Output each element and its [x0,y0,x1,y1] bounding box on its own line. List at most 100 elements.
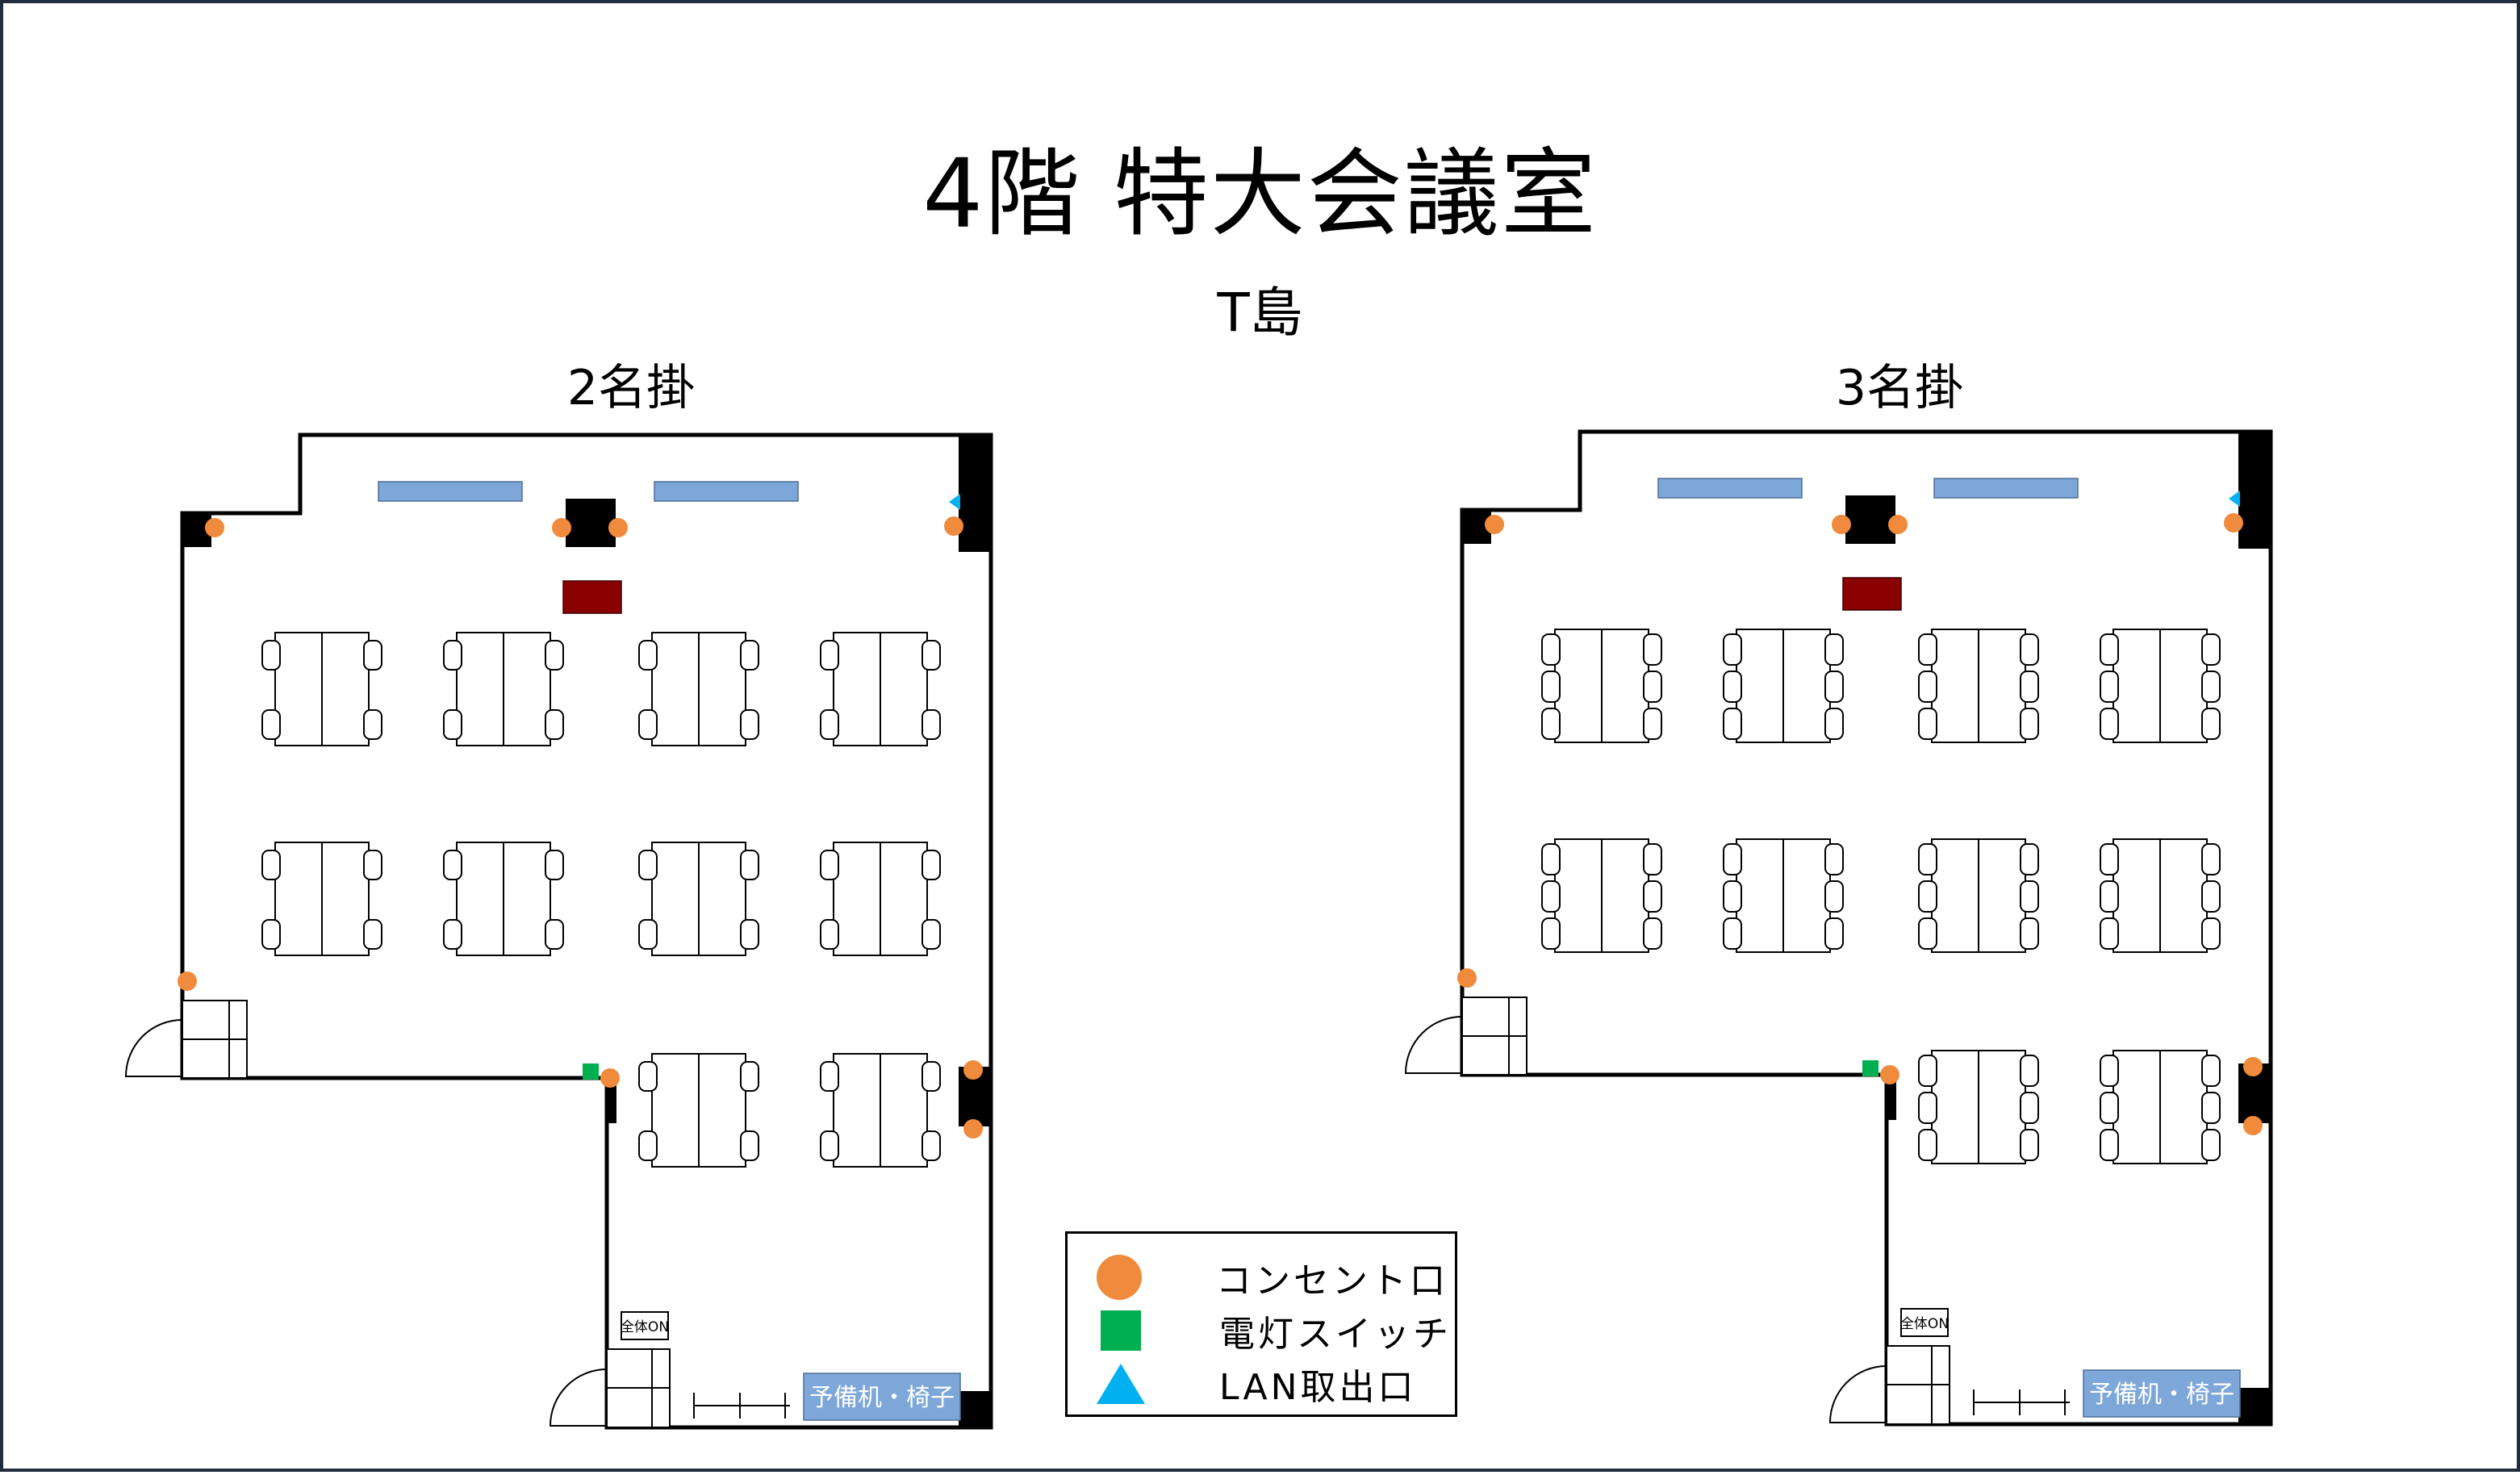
chair [1723,671,1742,703]
chair [2100,1092,2119,1124]
chair [1723,708,1742,740]
table [880,632,928,746]
chair [1541,633,1561,666]
table [880,1053,928,1168]
table [321,842,370,956]
chair [740,1061,759,1092]
chair [363,640,382,671]
projector-screen [1657,478,1803,499]
table [698,1053,746,1168]
chair [1918,1092,1937,1124]
outlet-icon [178,971,197,991]
table-group [261,842,382,956]
wall-column [959,1391,991,1427]
chair [740,1130,759,1161]
legend-item-switch: 電灯スイッチ [1097,1305,1452,1356]
table [2159,1050,2208,1164]
table [651,1053,700,1168]
chair [443,850,462,880]
legend-item-lan: LAN取出口 [1097,1358,1417,1410]
table [456,632,504,746]
chair [740,640,759,671]
outlet-icon [205,518,224,537]
chair [1723,880,1742,913]
chair [1643,880,1662,913]
chair [2201,671,2221,703]
control-box: 全体ON [1900,1308,1949,1337]
table [1978,838,2026,953]
table-group [638,1053,759,1168]
table-group [443,632,564,746]
chair [638,709,658,740]
chair [545,709,564,740]
legend-label: LAN取出口 [1219,1367,1417,1408]
table [1736,629,1784,743]
table [1554,838,1603,953]
lan-port-icon [949,494,960,510]
door-swing [1828,1365,1887,1423]
outlet-icon [2243,1116,2263,1135]
outlet-icon [1457,968,1477,988]
lan-triangle-icon [1097,1364,1145,1404]
table-group [2100,838,2221,953]
chair [921,919,941,950]
chair [2100,917,2119,950]
table [1601,629,1649,743]
chair [1918,671,1937,703]
storage-label: 予備机・椅子 [809,1384,955,1412]
chair [1643,708,1662,740]
projector-screen [378,481,523,502]
chair [443,640,462,671]
outlet-icon [1832,515,1851,534]
wall-column [1887,1075,1896,1120]
table [2113,629,2161,743]
chair [740,709,759,740]
table [833,1053,881,1168]
chair [1824,633,1844,666]
wall-column [959,435,991,552]
podium [1842,577,1902,611]
legend-label: コンセント口 [1216,1260,1448,1302]
outlet-icon [1888,515,1908,534]
pillar [1845,495,1895,544]
layout-name: T島 [1217,282,1303,344]
table [274,632,323,746]
storage-area [803,1373,961,1421]
table-group [1918,629,2039,743]
pillar [566,499,616,547]
wall-column [607,1078,616,1123]
outlet-icon [963,1060,983,1080]
chair [1918,1055,1937,1087]
chair [1824,708,1844,740]
chair [2020,1092,2039,1124]
chair [2100,708,2119,740]
outlet-icon [963,1119,983,1139]
control-box: 全体ON [621,1311,669,1340]
chair [545,640,564,671]
podium [562,580,622,614]
table [698,842,746,956]
chair [363,850,382,880]
legend-item-outlet: コンセント口 [1097,1251,1448,1303]
projector-screen [654,481,799,502]
outlet-icon [1485,515,1504,534]
table [1554,629,1603,743]
table [698,632,746,746]
outlet-icon [944,516,963,536]
chair [2020,1055,2039,1087]
table [2159,629,2208,743]
table [503,842,551,956]
table [1601,838,1649,953]
chair [1643,633,1662,666]
table [833,842,881,956]
table [1978,629,2026,743]
chair [363,919,382,950]
chair [2201,1129,2221,1161]
chair [261,850,281,880]
chair [1918,917,1937,950]
control-box-frame [621,1311,669,1340]
chair [740,919,759,950]
chair [2201,917,2221,950]
table-group [1918,1050,2039,1164]
